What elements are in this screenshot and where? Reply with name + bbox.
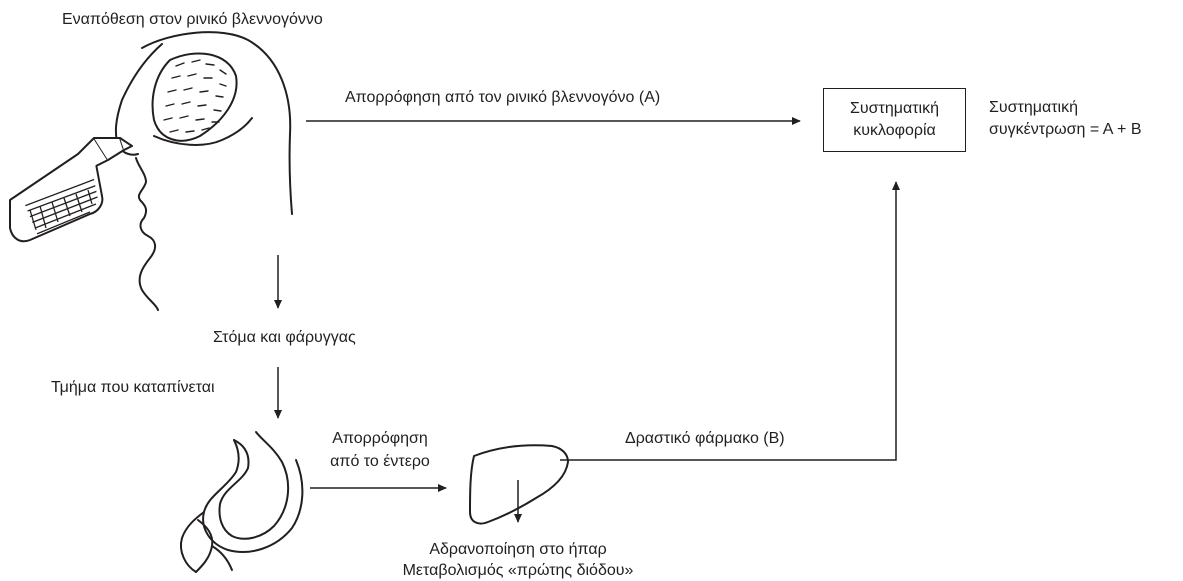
label-swallowed-part: Τμήμα που καταπίνεται bbox=[51, 379, 215, 396]
nasal-mucosa-stipple bbox=[163, 59, 227, 133]
label-nasal-deposition: Εναπόθεση στον ρινικό βλεννογόννο bbox=[62, 11, 323, 28]
label-systemic-concentration-1: Συστηματική bbox=[989, 99, 1078, 116]
label-gut-absorption-1: Απορρόφηση bbox=[332, 430, 428, 447]
head-profile-icon bbox=[114, 31, 293, 311]
label-liver-inactivation-1: Αδρανοποίηση στο ήπαρ bbox=[429, 541, 607, 558]
liver-icon bbox=[469, 444, 569, 525]
stomach-icon bbox=[180, 431, 304, 573]
label-mouth-pharynx: Στόμα και φάρυγγας bbox=[213, 329, 356, 346]
arrow-liver-to-systemic bbox=[560, 181, 901, 461]
systemic-circulation-line1: Συστηματική bbox=[850, 100, 939, 117]
systemic-circulation-line2: κυκλοφορία bbox=[853, 122, 936, 139]
nasal-spray-bottle-icon bbox=[9, 137, 133, 243]
systemic-circulation-box: Συστηματική κυκλοφορία bbox=[823, 88, 966, 152]
label-systemic-concentration-2: συγκέντρωση = Α + Β bbox=[989, 121, 1142, 138]
label-absorption-a: Απορρόφηση από τον ρινικό βλεννογόνο (Α) bbox=[345, 89, 661, 106]
label-active-drug-b: Δραστικό φάρμακο (Β) bbox=[625, 430, 785, 447]
label-gut-absorption-2: από το έντερο bbox=[330, 453, 430, 470]
label-liver-inactivation-2: Μεταβολισμός «πρώτης διόδου» bbox=[402, 562, 634, 579]
